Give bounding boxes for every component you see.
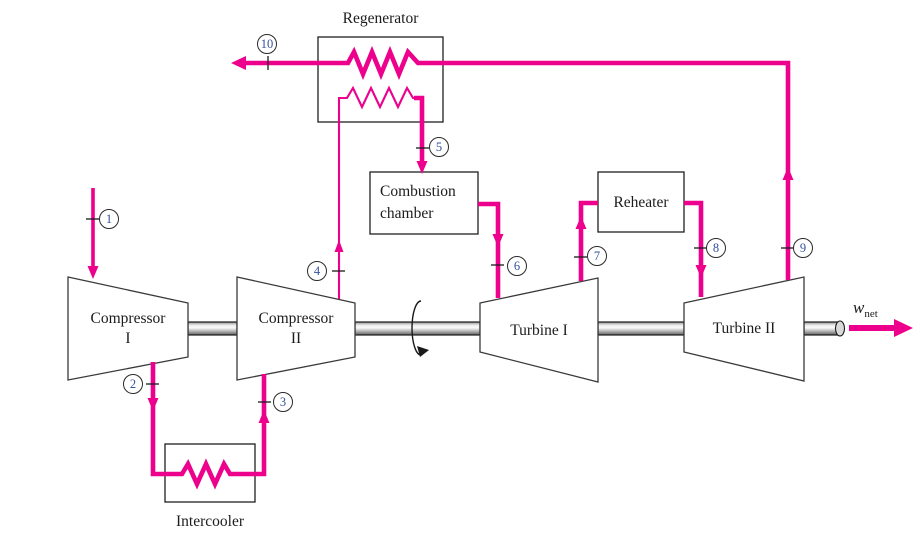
turbine1-label: Turbine I [510, 322, 568, 339]
flow-arrow-1-down [87, 266, 99, 279]
wnet-label: wnet [853, 298, 878, 320]
reheater-label: Reheater [613, 194, 669, 211]
compressor2-label-line1: Compressor [258, 310, 334, 327]
compressor1-body [67, 276, 189, 381]
compressor2-body [236, 276, 356, 381]
state-circle-1: 1 [99, 209, 119, 229]
flow-arrow-6-down [492, 234, 504, 247]
shaft-output [803, 321, 841, 336]
turbine2-body [683, 276, 805, 382]
turbine2-label: Turbine II [712, 320, 776, 337]
state-circle-10: 10 [257, 34, 277, 54]
flow-line-5 [414, 95, 425, 165]
flow-arrow-10-left [231, 56, 246, 70]
intercooler-label: Intercooler [176, 513, 244, 530]
state-circle-6: 6 [507, 256, 527, 276]
flow-arrow-4-up [334, 240, 344, 252]
compressor1-label-line2: I [125, 330, 131, 347]
shaft-compressor2-turbine1 [354, 321, 481, 336]
flow-line-exhaust-regenerator-hot [246, 45, 791, 280]
regenerator-label: Regenerator [342, 10, 419, 27]
flow-arrow-9-up [782, 167, 794, 180]
flow-line-7 [578, 200, 598, 281]
regenerator-box [317, 36, 444, 123]
compressor2-label: Compressor II [237, 309, 355, 349]
shaft-rotation-arrowhead [417, 346, 429, 357]
state-circle-3: 3 [273, 392, 293, 412]
state-circle-7: 7 [587, 246, 607, 266]
shaft-rotation-arrow [411, 300, 422, 356]
combustion-chamber-label-line1: Combustion [380, 183, 456, 200]
compressor2-label-line2: II [290, 330, 302, 347]
flow-arrow-8-down [695, 265, 707, 278]
flow-arrow-3-up [258, 410, 270, 423]
wnet-subscript: net [864, 308, 878, 320]
flow-arrow-7-up [575, 216, 587, 229]
flow-line-8 [684, 200, 704, 297]
flow-arrow-5-down [416, 161, 428, 174]
flow-arrow-2-down [147, 398, 159, 411]
state-circle-2: 2 [123, 374, 143, 394]
state-circle-5: 5 [429, 137, 449, 157]
wnet-arrowhead [894, 319, 913, 337]
state-circle-8: 8 [706, 238, 726, 258]
flow-line-6 [478, 201, 501, 298]
shaft-end-cap [834, 320, 846, 337]
combustion-chamber-label: Combustion chamber [380, 181, 475, 224]
compressor1-label-line1: Compressor [90, 310, 166, 327]
shaft-turbine1-turbine2 [597, 321, 685, 336]
flow-line-intercooler-loop [150, 362, 267, 490]
shaft-compressor1-compressor2 [187, 321, 238, 336]
turbine1-body [479, 277, 599, 383]
state-tick-marks [86, 56, 794, 403]
compressor1-label: Compressor I [68, 309, 188, 349]
state-circle-4: 4 [307, 261, 327, 281]
wnet-symbol: w [853, 298, 865, 317]
combustion-chamber-label-line2: chamber [380, 204, 434, 222]
flow-line-4-regenerator-cold [337, 85, 418, 299]
state-circle-9: 9 [793, 238, 813, 258]
